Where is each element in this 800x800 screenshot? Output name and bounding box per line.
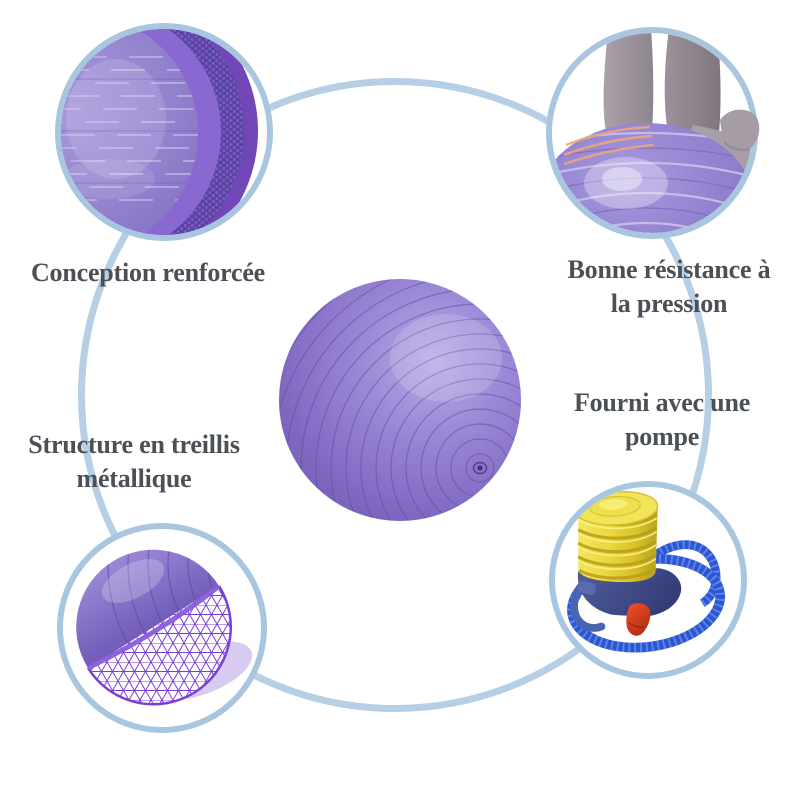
lattice-ball-image bbox=[63, 529, 261, 727]
feature-label-pressure-resistance: Bonne résistance à la pression bbox=[567, 255, 771, 318]
inset-pump bbox=[549, 481, 747, 679]
feature-label-reinforced: Conception renforcée bbox=[30, 258, 266, 287]
foot-pump-image bbox=[555, 487, 741, 673]
inset-pressure-resistance bbox=[546, 27, 758, 239]
leg-overhang-image bbox=[720, 109, 760, 152]
feature-label-pump-included: Fourni avec une pompe bbox=[573, 388, 751, 451]
exercise-ball-image bbox=[279, 279, 521, 521]
feature-label-lattice-structure: Structure en treillis métallique bbox=[28, 430, 240, 493]
person-kneeling-on-ball-image bbox=[552, 33, 752, 233]
inset-reinforced-surface bbox=[55, 23, 273, 241]
pressure-lines bbox=[563, 125, 655, 166]
connector-ring bbox=[78, 78, 712, 712]
ball-surface-closeup-image bbox=[61, 29, 267, 235]
pump-nozzle bbox=[626, 603, 651, 636]
inset-lattice-structure bbox=[57, 523, 267, 733]
